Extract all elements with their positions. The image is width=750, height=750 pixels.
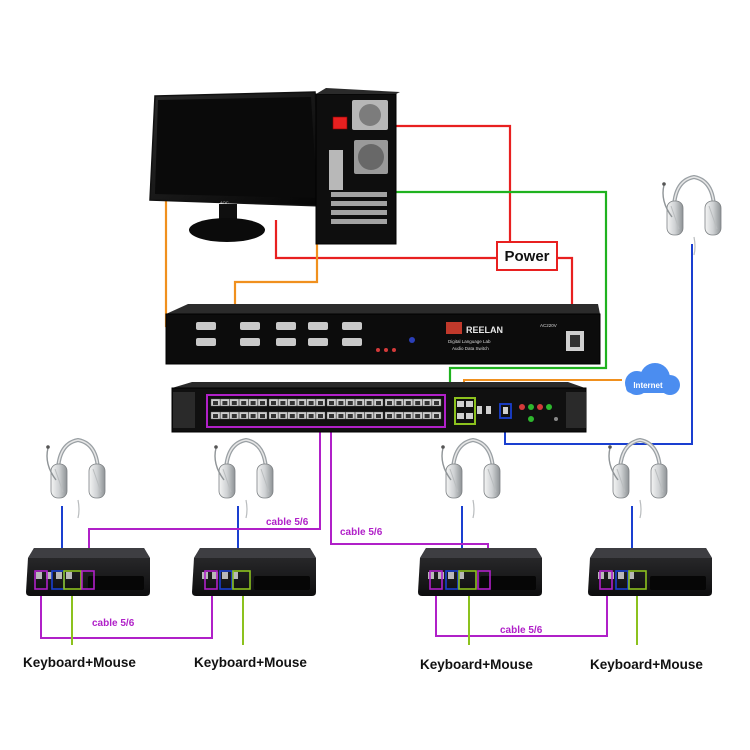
switch-subtitle-1: Digital Language Lab [448, 339, 491, 344]
switch-ac-text: AC220V [540, 323, 557, 328]
network-switch [171, 382, 587, 433]
rj45-port [287, 411, 298, 420]
rj45-port [403, 411, 414, 420]
internet-cloud: Internet [625, 363, 680, 395]
rj45-port [412, 411, 423, 420]
student-headset-4 [606, 438, 669, 520]
switch-subtitle-2: Audio Data Switch [452, 346, 489, 351]
rj45-port [384, 398, 395, 407]
rj45-port [238, 398, 249, 407]
terminal-port-highlights [34, 570, 647, 590]
rj45-port [345, 411, 356, 420]
rj45-port [296, 398, 307, 407]
student-cables [40, 428, 608, 639]
rj45-port [210, 411, 221, 420]
rj45-port [315, 398, 326, 407]
teacher-headset [660, 175, 723, 257]
monitor-brand-text: AOC [220, 200, 229, 205]
pc-tower [315, 88, 400, 245]
rj45-port [287, 398, 298, 407]
rj45-port [364, 398, 375, 407]
rj45-port [229, 411, 240, 420]
rj45-port [257, 398, 268, 407]
student-headset-2 [212, 438, 275, 520]
rj45-port [403, 398, 414, 407]
cable-label-top-mid: cable 5/6 [340, 527, 383, 538]
rj45-port [306, 398, 317, 407]
rj45-port [431, 398, 442, 407]
rj45-port [229, 398, 240, 407]
rj45-port [248, 398, 259, 407]
rj45-port [393, 411, 404, 420]
rj45-port [248, 411, 259, 420]
rj45-port [373, 411, 384, 420]
student-headset-3 [439, 438, 502, 520]
rj45-port [210, 398, 221, 407]
rj45-port [393, 398, 404, 407]
rj45-port [238, 411, 249, 420]
rj45-port [326, 398, 337, 407]
rj45-port [219, 411, 230, 420]
rj45-port [296, 411, 307, 420]
rj45-port [431, 411, 442, 420]
rj45-port [277, 398, 288, 407]
cable-label-bottom-right: cable 5/6 [500, 625, 543, 636]
internet-label: Internet [633, 381, 663, 390]
keyboard-link-wires [71, 590, 638, 645]
switch-brand-text: REELAN [466, 325, 503, 335]
keyboard-label-4: Keyboard+Mouse [590, 657, 703, 672]
rj45-port [268, 398, 279, 407]
power-label-box: Power [496, 241, 558, 271]
rj45-port [412, 398, 423, 407]
rj45-port [364, 411, 375, 420]
rj45-port [257, 411, 268, 420]
rj45-port [277, 411, 288, 420]
cable-label-top-left: cable 5/6 [266, 517, 309, 528]
rj45-port [315, 411, 326, 420]
rj45-port [335, 411, 346, 420]
rj45-port [373, 398, 384, 407]
student-headset-1 [44, 438, 107, 520]
rj45-port [306, 411, 317, 420]
keyboard-label-1: Keyboard+Mouse [23, 655, 136, 670]
rj45-port [422, 411, 433, 420]
cable-label-bottom-left: cable 5/6 [92, 618, 135, 629]
rj45-port [345, 398, 356, 407]
rj45-port [326, 411, 337, 420]
rj45-port [219, 398, 230, 407]
rj45-port [354, 411, 365, 420]
power-label: Power [504, 248, 549, 265]
audio-data-switch: REELAN Digital Language Lab Audio Data S… [165, 304, 601, 365]
keyboard-label-3: Keyboard+Mouse [420, 657, 533, 672]
rj45-port [268, 411, 279, 420]
rj45-port [335, 398, 346, 407]
rj45-port [354, 398, 365, 407]
rj45-port [422, 398, 433, 407]
rj45-port [384, 411, 395, 420]
keyboard-label-2: Keyboard+Mouse [194, 655, 307, 670]
monitor: AOC [149, 91, 323, 242]
